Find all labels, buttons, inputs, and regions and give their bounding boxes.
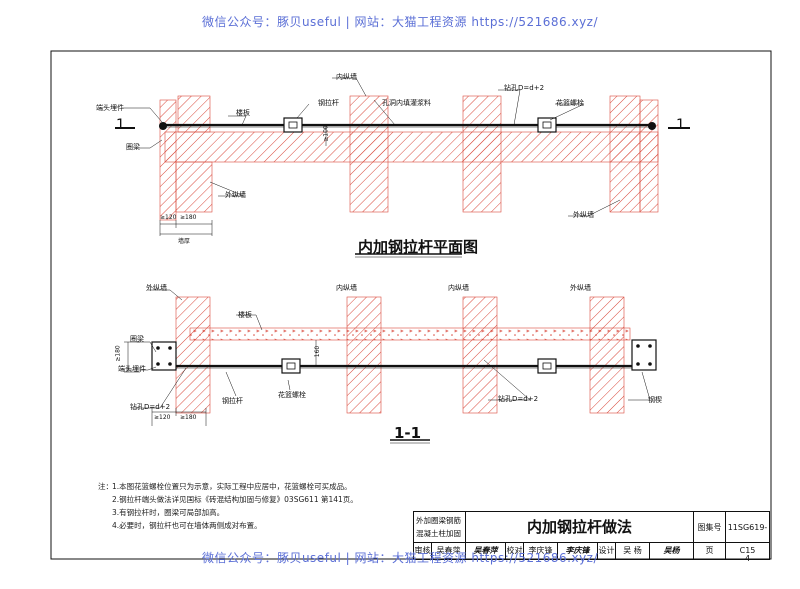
title-block: 外加圈梁钢筋混凝土柱加固 内加钢拉杆做法 图集号 11SG619-4 审核 吴春… [413,511,770,563]
section-outer-wall-left [175,296,211,414]
label-inner-wall-1: 内纵墙 [336,284,357,292]
plan-turnbuckle-right [537,117,557,133]
label-drill-hole: 钻孔D=d+2 [504,84,545,92]
note-item: 2.钢拉杆端头做法详见国标《砖混结构加固与修复》03SG611 第141页。 [112,495,358,504]
label-dim-180: ≥180 [180,214,197,221]
label-slab: 楼板 [238,311,252,319]
drawing-frame [50,50,772,560]
plan-title: 内加钢拉杆平面图 [358,238,479,256]
section-view [124,289,657,426]
plan-outer-wall-left [159,99,177,221]
label-drill-hole-right: 钻孔D=d+2 [498,395,539,403]
section-inner-wall-1 [346,296,382,414]
label-inner-wall: 内纵墙 [336,73,357,81]
section-ring-beam-left [151,341,177,371]
tb-atlas-no: 11SG619-4 [726,512,769,563]
section-turnbuckle-left [281,358,301,374]
label-stair-board: 楼板 [236,109,250,117]
label-steel-rod: 钢拉杆 [318,99,339,107]
section-turnbuckle-right [537,358,557,374]
tb-review-label: 审核 [414,543,432,559]
plan-ring-beam [164,131,659,163]
section-inner-wall-2 [462,296,498,414]
label-turnbuckle-s: 花篮螺栓 [278,391,306,399]
label-end-plate: 端头埋件 [96,104,124,112]
section-mark-label-right: 1 [676,117,685,133]
plan-turnbuckle-left [283,117,303,133]
label-dim-120: ≥120 [160,214,177,221]
notes-label: 注： [98,482,113,491]
label-dim-180b-s: ≥180 [180,414,197,421]
label-steel-angle: 钢楔 [648,396,662,404]
label-hole-fill: 孔洞内填灌浆料 [382,99,431,107]
label-ring-beam-s: 圈梁 [130,335,144,343]
plan-view [115,77,690,236]
note-item: 4.必要时，钢拉杆也可在墙体两侧成对布置。 [112,521,262,530]
tb-design-signature: 吴杨 [650,543,694,559]
tb-review-signature: 吴春萍 [466,543,506,559]
tb-atlas-label: 图集号 [694,512,726,543]
tb-design-label: 设计 [598,543,616,559]
tb-category: 外加圈梁钢筋混凝土柱加固 [414,512,466,543]
label-dim-160: 160 [314,345,322,358]
label-inner-wall-2: 内纵墙 [448,284,469,292]
note-item: 1.本图花篮螺栓位置只为示意，实际工程中应居中，花篮螺栓可买成品。 [112,482,352,491]
plan-inner-wall-2 [462,95,502,213]
section-title: 1-1 [394,424,422,442]
plan-inner-wall-1 [349,95,389,213]
label-outer-wall-right: 外纵墙 [570,284,591,292]
tb-drawing-title: 内加钢拉杆做法 [466,512,694,543]
label-dim-180-s: ≥180 [114,345,122,362]
label-dim-120-s: ≥120 [154,414,171,421]
watermark-top: 微信公众号：豚贝useful | 网站：大猫工程资源 https://52168… [201,15,599,29]
tb-review-name: 吴春萍 [432,543,466,559]
label-drill-hole-left: 钻孔D=d+2 [130,403,171,411]
plan-end-plate-right [648,122,656,130]
watermark-bottom: 微信公众号：豚贝useful | 网站：大猫工程资源 https://52168… [201,551,599,565]
tb-check-label: 校对 [506,543,524,559]
tb-check-signature: 李庆锋 [558,543,598,559]
section-mark-label-left: 1 [116,117,125,133]
label-wall-thick: 墙厚 [178,238,191,245]
plan-outer-wall-right [609,95,641,213]
plan-end-plate-left [159,122,167,130]
label-end-plate-s: 端头埋件 [118,365,146,373]
label-steel-rod-s: 钢拉杆 [222,397,243,405]
label-outer-wall-left: 外纵墙 [146,284,167,292]
section-ring-beam-right [631,339,657,371]
section-outer-wall-right [589,296,625,414]
label-outer-wall-2: 外纵墙 [573,211,594,219]
tb-check-name: 李庆锋 [524,543,558,559]
label-ring-beam: 圈梁 [126,143,140,151]
tb-page-label: 页 [694,543,726,559]
note-item: 3.有钢拉杆时，圈梁可局部加高。 [112,508,225,517]
label-turnbuckle: 花篮螺栓 [556,99,584,107]
tb-page-no: C15 [739,546,756,555]
tb-design-name: 吴 杨 [616,543,650,559]
label-outer-wall: 外纵墙 [225,191,246,199]
